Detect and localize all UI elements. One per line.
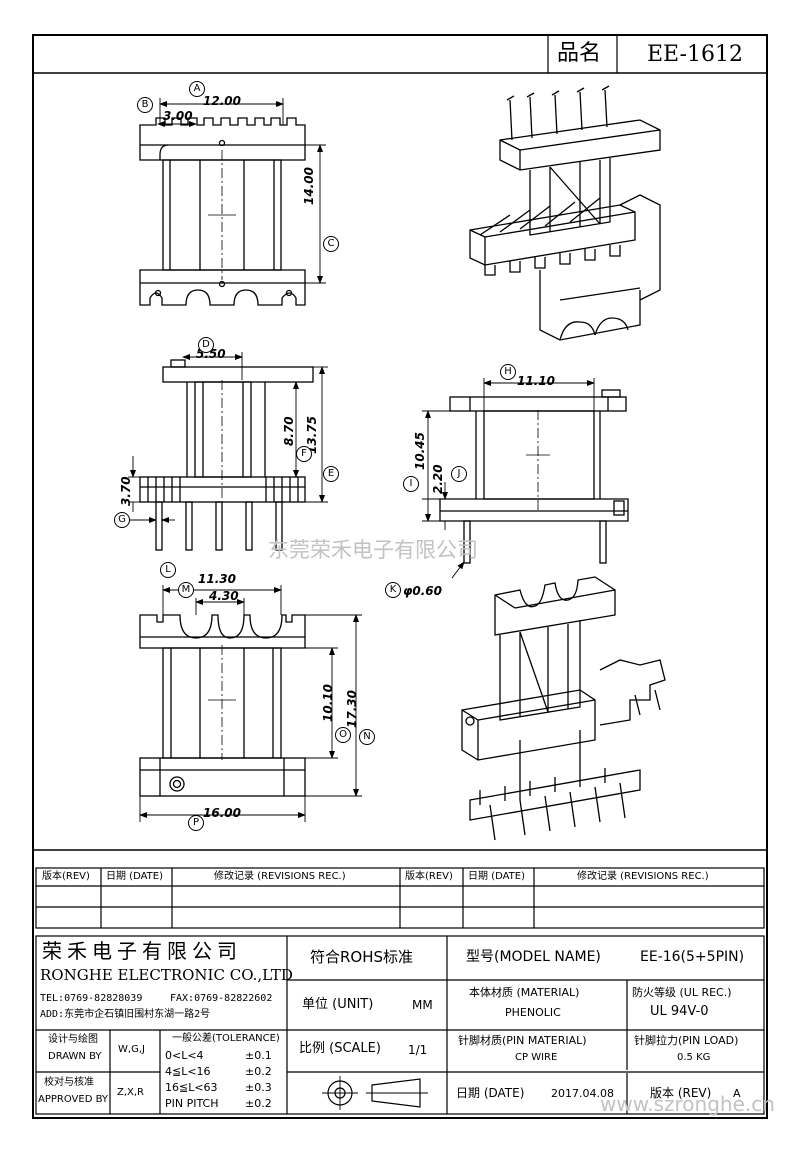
rev-col-date-2: 日期 (DATE) xyxy=(468,871,525,882)
material-value: PHENOLIC xyxy=(505,1006,561,1019)
rev-col-version-2: 版本(REV) xyxy=(405,871,453,882)
title-block-lines xyxy=(35,935,765,1115)
rev-col-date: 日期 (DATE) xyxy=(106,871,163,882)
callout-g: G xyxy=(114,512,130,528)
product-name-label: 品名 xyxy=(557,41,602,66)
dim-side-base: 3.70 xyxy=(119,476,133,506)
callout-f: F xyxy=(296,446,312,462)
model-label: 型号(MODEL NAME) xyxy=(466,949,601,965)
dim-right-height: 10.45 xyxy=(413,432,427,470)
approved-by-label-en: APPROVED BY xyxy=(38,1094,109,1105)
dim-side-inner: 8.70 xyxy=(282,416,296,446)
pin-load-label: 针脚拉力(PIN LOAD) xyxy=(634,1034,739,1047)
version-label: 版本 (REV) xyxy=(650,1086,712,1100)
callout-p: P xyxy=(188,815,204,831)
bottom-view xyxy=(139,614,306,797)
company-fax: FAX:0769-82822602 xyxy=(170,993,273,1004)
dim-top-height: 14.00 xyxy=(302,167,316,205)
dim-bottom-width: 16.00 xyxy=(203,806,241,820)
company-tel: TEL:0769-82828039 xyxy=(40,993,143,1004)
callout-d: D xyxy=(198,337,214,353)
tolerance-range-1: 0<L<4 xyxy=(165,1049,204,1062)
iso-bottom xyxy=(461,576,666,841)
dim-bottom-total: 17.30 xyxy=(345,690,359,728)
dim-right-width: 11.10 xyxy=(517,374,555,388)
callout-b: B xyxy=(137,97,153,113)
callout-j: J xyxy=(451,466,467,482)
drawn-by-value: W,G,J xyxy=(118,1044,145,1055)
drawn-by-label-en: DRAWN BY xyxy=(48,1051,102,1062)
side-view xyxy=(139,359,314,551)
pin-load-value: 0.5 KG xyxy=(677,1052,711,1063)
dim-bottom-inner: 10.10 xyxy=(321,684,335,722)
product-part-number: EE-1612 xyxy=(647,42,743,67)
tolerance-title: 一般公差(TOLERANCE) xyxy=(172,1033,280,1044)
tolerance-range-2: 4≦L<16 xyxy=(165,1065,211,1078)
callout-i: I xyxy=(403,476,419,492)
callout-a: A xyxy=(189,81,205,97)
tolerance-value-2: ±0.2 xyxy=(245,1065,272,1078)
fire-rating-label: 防火等级 (UL REC.) xyxy=(632,986,732,999)
tolerance-range-4: PIN PITCH xyxy=(165,1097,219,1110)
material-label: 本体材质 (MATERIAL) xyxy=(469,986,580,999)
callout-l: L xyxy=(160,562,176,578)
pin-material-label: 针脚材质(PIN MATERIAL) xyxy=(458,1034,587,1047)
tolerance-value-1: ±0.1 xyxy=(245,1049,272,1062)
callout-c: C xyxy=(323,236,339,252)
dim-bottom-outer: 11.30 xyxy=(198,572,236,586)
unit-value: MM xyxy=(412,998,433,1012)
callout-n: N xyxy=(359,729,375,745)
fire-rating-value: UL 94V-0 xyxy=(650,1004,709,1019)
scale-value: 1/1 xyxy=(408,1043,428,1057)
rohs-label: 符合ROHS标准 xyxy=(310,948,414,966)
front-view xyxy=(439,389,629,564)
company-name-en: RONGHE ELECTRONIC CO.,LTD xyxy=(40,966,293,984)
tolerance-range-3: 16≦L<63 xyxy=(165,1081,218,1094)
unit-label: 单位 (UNIT) xyxy=(302,997,374,1012)
callout-k: K xyxy=(385,582,401,598)
callout-m: M xyxy=(178,582,194,598)
callout-h: H xyxy=(500,364,516,380)
revision-table-lines xyxy=(35,867,765,929)
dim-top-pitch: 3.00 xyxy=(163,109,193,123)
dim-bottom-slot: 4.30 xyxy=(209,589,239,603)
scale-label: 比例 (SCALE) xyxy=(299,1041,381,1056)
callout-o: O xyxy=(335,727,351,743)
iso-top xyxy=(469,85,661,341)
top-view xyxy=(139,117,306,306)
rev-col-version: 版本(REV) xyxy=(42,871,90,882)
rev-col-record: 修改记录 (REVISIONS REC.) xyxy=(214,871,346,882)
date-value: 2017.04.08 xyxy=(551,1087,614,1100)
dim-right-base: 2.20 xyxy=(431,464,445,494)
dim-pin-diameter: φ0.60 xyxy=(403,584,442,598)
rev-col-record-2: 修改记录 (REVISIONS REC.) xyxy=(577,871,709,882)
watermark-company: 东莞荣禾电子有限公司 xyxy=(268,538,478,562)
date-label: 日期 (DATE) xyxy=(456,1086,525,1100)
tolerance-value-4: ±0.2 xyxy=(245,1097,272,1110)
version-value: A xyxy=(733,1087,741,1100)
tolerance-value-3: ±0.3 xyxy=(245,1081,272,1094)
approved-by-label-cn: 校对与核准 xyxy=(44,1077,94,1088)
pin-material-value: CP WIRE xyxy=(515,1052,558,1063)
company-address: ADD:东莞市企石镇旧围村东湖一路2号 xyxy=(40,1009,211,1020)
approved-by-value: Z,X,R xyxy=(117,1087,145,1098)
watermark-url: www.szronghe.cn xyxy=(600,1092,775,1116)
model-value: EE-16(5+5PIN) xyxy=(640,949,745,965)
callout-e: E xyxy=(323,466,339,482)
dim-top-width: 12.00 xyxy=(203,94,241,108)
drawn-by-label-cn: 设计与绘图 xyxy=(48,1034,98,1045)
company-name-cn: 荣禾电子有限公司 xyxy=(42,939,242,963)
